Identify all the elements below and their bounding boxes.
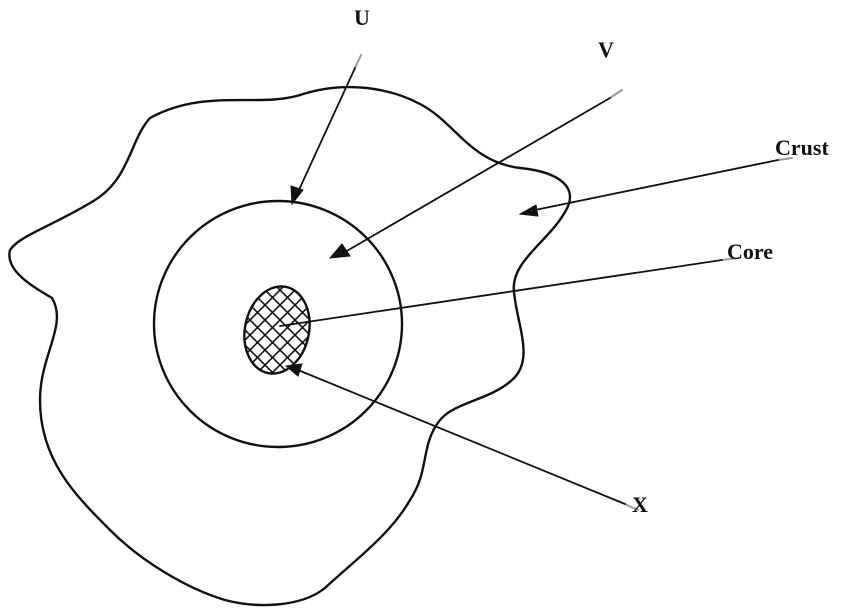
pointer-crust: [518, 157, 793, 217]
pointer-x: [284, 363, 639, 511]
pointer-core: [279, 257, 739, 327]
middle-layer-outline: [152, 199, 404, 449]
outer-boundary: [8, 85, 572, 607]
label-core: Core: [727, 239, 773, 264]
label-x: X: [632, 492, 648, 517]
pointer-v: [328, 89, 623, 259]
pointer-u: [290, 54, 362, 206]
core-shape: [236, 280, 318, 380]
label-v: V: [598, 37, 614, 62]
label-crust: Crust: [775, 135, 829, 160]
label-u: U: [354, 5, 370, 30]
